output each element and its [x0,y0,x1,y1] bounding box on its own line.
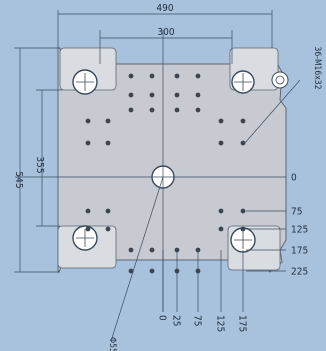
right-scale-label: 75 [291,207,302,218]
threaded-hole [105,140,111,146]
threaded-holes-label: 36-M16x32 [312,46,322,89]
center-hole-leader [111,176,164,339]
threaded-hole [174,73,180,79]
right-scale: 0 75 125 175 225 [246,173,308,278]
threaded-holes [85,73,246,274]
threaded-hole [85,208,91,214]
threaded-hole [174,107,180,113]
threaded-hole [218,208,224,214]
threaded-hole [128,247,134,253]
threaded-hole [149,73,155,79]
tie-bar-crosshairs [76,73,252,249]
threaded-hole [149,107,155,113]
threaded-hole [218,226,224,232]
threaded-hole [195,73,201,79]
right-scale-label: 175 [291,246,308,257]
threaded-hole [85,140,91,146]
threaded-hole [85,226,91,232]
threaded-hole [218,118,224,124]
threaded-hole [218,140,224,146]
threaded-hole [128,73,134,79]
threaded-hole [128,92,134,98]
dim-overall-width: 490 [156,3,173,14]
threaded-hole [240,226,246,232]
threaded-hole [149,92,155,98]
threaded-hole [174,92,180,98]
top-dimensions [57,10,273,64]
dim-overall-height: 545 [13,171,24,188]
threaded-hole [149,247,155,253]
bottom-scale-label: 75 [192,315,203,326]
center-hole-label: Φ55 [107,337,117,351]
dim-tie-bar-spacing: 300 [157,27,174,38]
threaded-hole [195,107,201,113]
left-dimensions [14,47,62,273]
right-scale-label: 125 [291,225,308,236]
threaded-hole [240,208,246,214]
threaded-hole [128,268,134,274]
threaded-hole [85,118,91,124]
bottom-scale-label: 0 [157,315,168,321]
threaded-hole [195,92,201,98]
dim-tie-bar-height: 355 [34,156,45,173]
threaded-hole [240,118,246,124]
bottom-scale-label: 175 [237,315,248,332]
right-scale-label: 0 [291,173,297,184]
bottom-scale-label: 25 [171,315,182,326]
threaded-holes-leader [243,79,301,145]
threaded-hole [240,140,246,146]
threaded-hole [105,208,111,214]
right-scale-label: 225 [291,267,308,278]
target-icon [271,71,289,89]
threaded-hole [105,118,111,124]
threaded-hole [105,226,111,232]
threaded-hole [149,268,155,274]
threaded-hole [128,107,134,113]
bottom-scale-label: 125 [215,315,226,332]
